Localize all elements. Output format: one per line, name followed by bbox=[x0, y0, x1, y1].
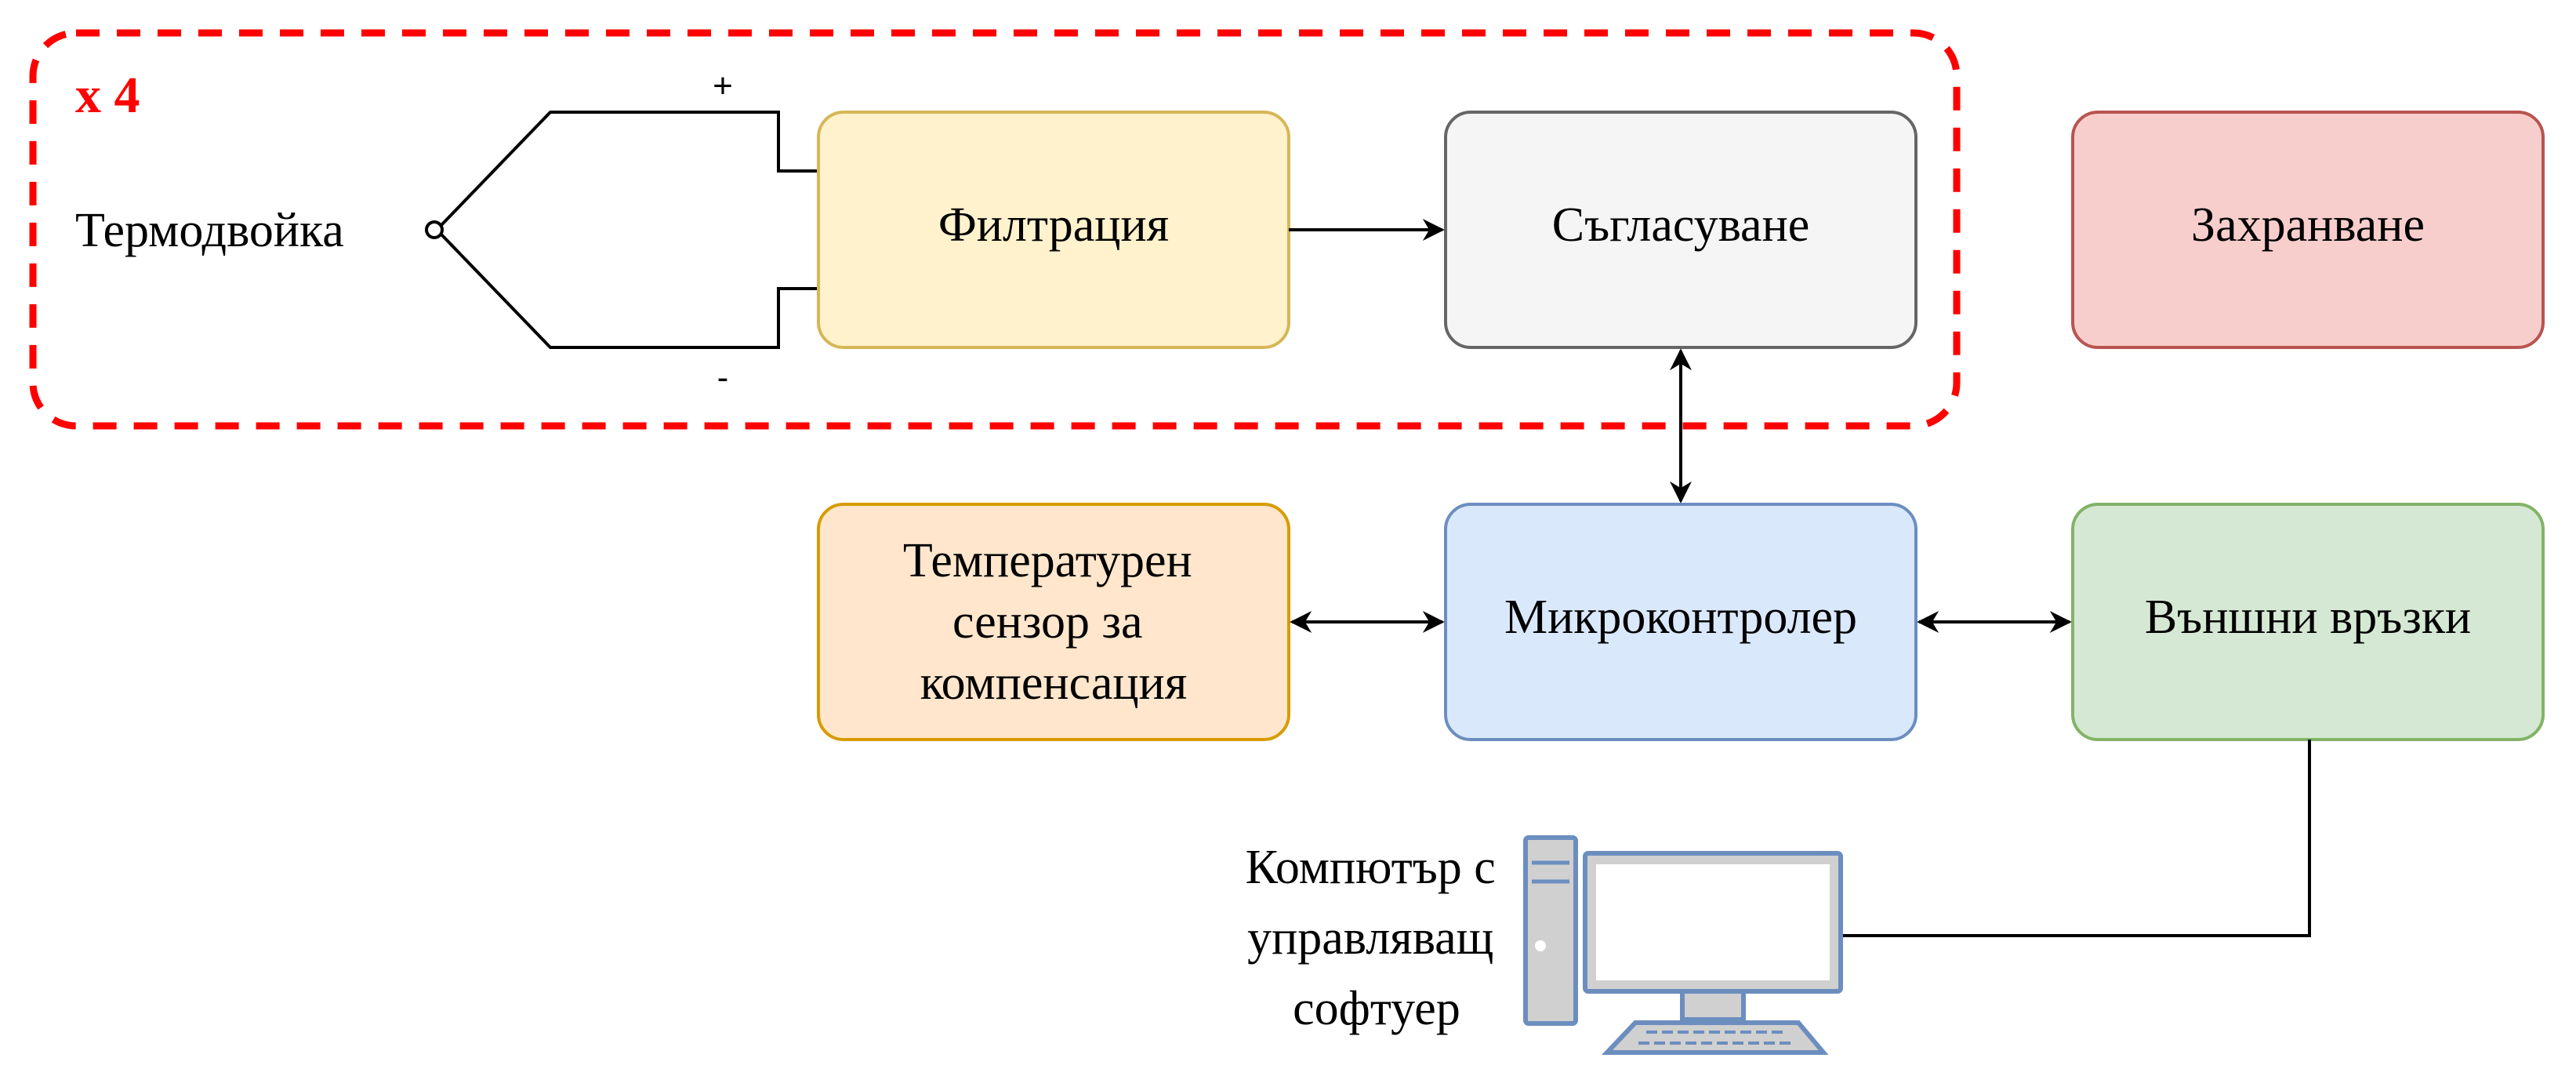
microcontroller-label: Микроконтролер bbox=[1504, 591, 1857, 644]
thermocouple-label: Термодвойка bbox=[75, 204, 344, 257]
power-supply-block bbox=[2071, 111, 2545, 349]
negative-sign: - bbox=[717, 358, 729, 397]
temperature-sensor-line-1: Температурен bbox=[903, 534, 1192, 587]
positive-sign: + bbox=[713, 67, 733, 105]
repeat-group-boundary bbox=[29, 29, 1961, 430]
power-supply-label: Захранване bbox=[2191, 198, 2425, 252]
repeat-multiplier-label: x 4 bbox=[75, 67, 140, 124]
computer-keyboard bbox=[1602, 1020, 1829, 1055]
external-connections-label: Външни връзки bbox=[2145, 591, 2471, 644]
computer-label: Компютър с управляващ софтуер bbox=[1246, 841, 1508, 1035]
conditioning-label: Съгласуване bbox=[1552, 198, 1810, 252]
computer-label-line-3: софтуер bbox=[1293, 982, 1460, 1035]
temperature-sensor-label: Температурен сензор за компенсация bbox=[903, 534, 1204, 710]
external-to-computer-line bbox=[1841, 740, 2311, 937]
computer-label-line-2: управляващ bbox=[1247, 911, 1493, 965]
thermocouple-negative-lead bbox=[440, 233, 818, 349]
computer-tower bbox=[1523, 835, 1578, 1026]
temperature-sensor-line-2: сензор за bbox=[952, 595, 1143, 649]
computer-icon bbox=[1523, 835, 1843, 1055]
microcontroller-block bbox=[1444, 503, 1917, 741]
computer-label-line-1: Компютър с bbox=[1246, 841, 1496, 894]
temperature-sensor-block bbox=[817, 503, 1290, 741]
thermocouple-positive-lead bbox=[440, 111, 818, 227]
thermocouple-junction bbox=[425, 220, 444, 239]
thermocouple-symbol bbox=[425, 111, 818, 349]
computer-screen bbox=[1596, 864, 1830, 980]
filtration-label: Филтрация bbox=[938, 198, 1169, 252]
conditioning-block bbox=[1444, 111, 1917, 349]
temperature-sensor-line-3: компенсация bbox=[920, 656, 1188, 710]
monitor-stand bbox=[1680, 989, 1746, 1022]
